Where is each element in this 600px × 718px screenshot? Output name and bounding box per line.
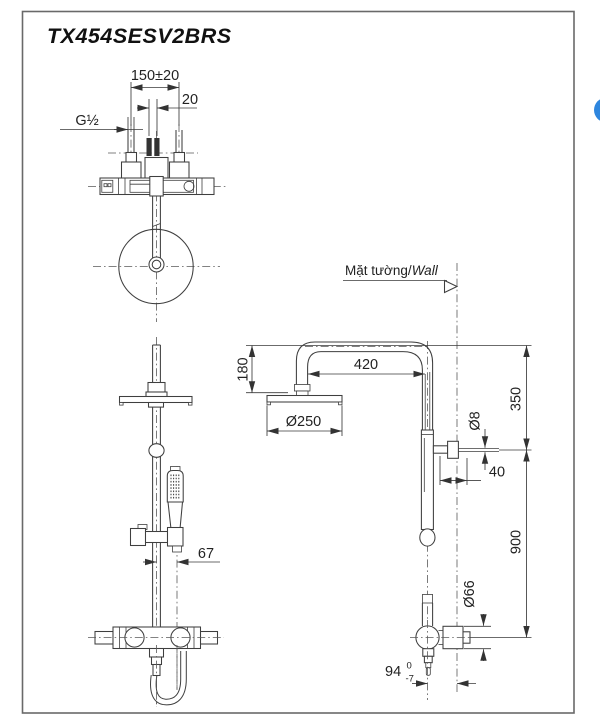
dim-head-drop: 180 <box>236 345 288 394</box>
svg-text:0: 0 <box>407 661 412 672</box>
svg-text:67: 67 <box>198 546 214 562</box>
svg-text:Ø8: Ø8 <box>468 411 484 430</box>
dim-valve-diameter: Ø66 <box>462 580 491 661</box>
svg-text:20: 20 <box>182 92 198 108</box>
svg-text:180: 180 <box>236 357 252 381</box>
slide-bar-holder-front <box>129 524 184 553</box>
dim-thread-size: G½ <box>60 113 143 133</box>
shower-head-plan <box>118 228 194 305</box>
shower-arm-side <box>293 341 434 430</box>
svg-text:Mặt tường/Wall: Mặt tường/Wall <box>345 263 439 278</box>
dim-bar-offset: 67 <box>143 546 220 566</box>
dim-bracket-depth: 40 <box>439 456 505 485</box>
svg-text:150±20: 150±20 <box>131 68 179 84</box>
svg-text:G½: G½ <box>75 113 98 129</box>
dim-top-height: 350 <box>499 345 532 451</box>
slide-bar-side <box>419 429 499 626</box>
svg-text:94: 94 <box>385 664 401 680</box>
side-view: Mặt tường/Wall 420 <box>236 263 532 700</box>
dim-pin-diameter: Ø8 <box>468 411 489 470</box>
dim-arm-reach: 420 <box>308 357 425 378</box>
model-number-title: TX454SESV2BRS <box>47 24 232 48</box>
dim-head-diameter: Ø250 <box>266 405 343 436</box>
drawing-border <box>21 10 575 714</box>
svg-text:350: 350 <box>509 387 525 411</box>
svg-text:420: 420 <box>354 357 378 373</box>
svg-text:-7: -7 <box>406 674 414 685</box>
dim-inlet-spacing: 150±20 <box>130 68 180 126</box>
front-view: 67 <box>88 337 224 707</box>
shower-head-front <box>118 381 193 408</box>
wall-arrow <box>443 279 459 294</box>
top-view: 150±20 20 G½ <box>60 68 226 322</box>
wall-label: Mặt tường/Wall <box>343 263 459 294</box>
svg-text:900: 900 <box>509 530 525 554</box>
outlet-pipe-plan <box>148 196 165 273</box>
dim-bar-height: 900 <box>470 450 532 638</box>
valve-body-plan <box>99 151 215 197</box>
shower-head-side <box>266 394 343 406</box>
svg-text:40: 40 <box>489 465 505 481</box>
dim-outlet-offset: 20 <box>137 92 198 136</box>
dim-outlet-depth: 94 0 -7 <box>385 661 476 687</box>
chat-badge-icon[interactable] <box>594 98 600 123</box>
svg-text:Ø66: Ø66 <box>462 580 478 607</box>
svg-text:Ø250: Ø250 <box>286 414 321 430</box>
hand-shower-front <box>166 466 184 530</box>
slider-ring-front <box>148 443 165 458</box>
